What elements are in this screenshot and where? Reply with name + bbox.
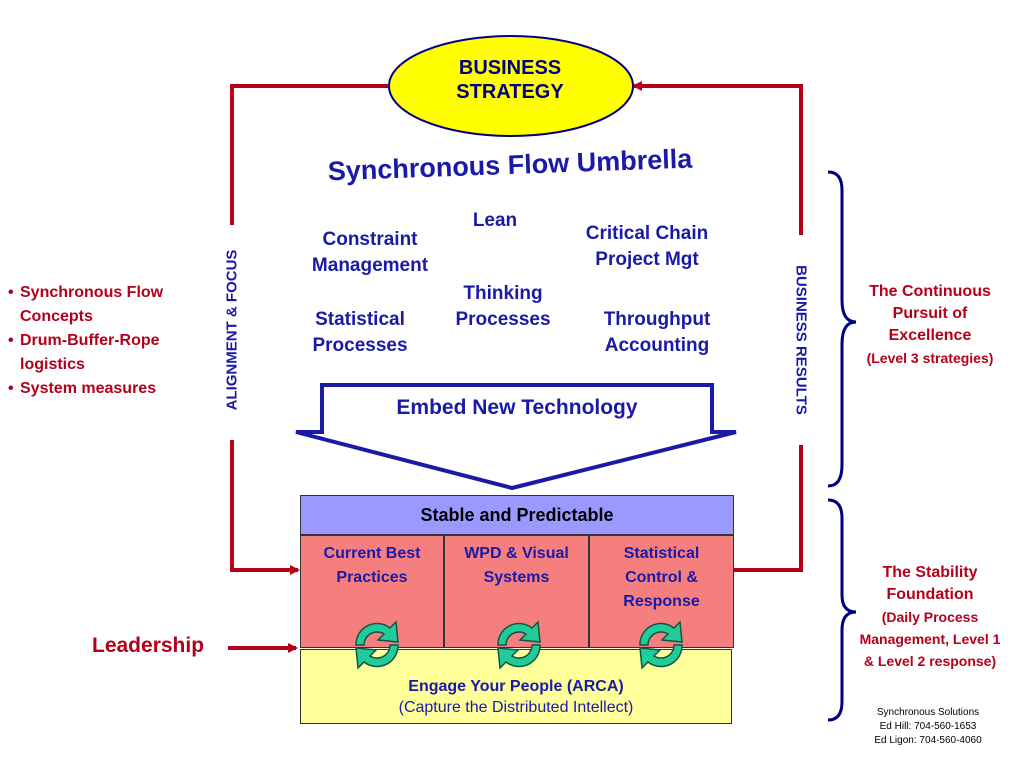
brace-bottom xyxy=(827,498,857,722)
cell-line2: Control & xyxy=(625,569,698,586)
lean-label: Lean xyxy=(472,210,518,231)
contact-info: Synchronous Solutions Ed Hill: 704-560-1… xyxy=(858,706,998,748)
critical-line1: Critical Chain xyxy=(585,223,709,244)
brace-top xyxy=(827,170,857,488)
throughput-line1: Throughput xyxy=(603,309,711,330)
item-statistical-processes: Statistical Processes xyxy=(290,307,430,359)
list-item: System measures xyxy=(6,377,221,401)
right-top-line3: Excellence xyxy=(888,327,972,344)
cell-line3: Response xyxy=(623,593,700,610)
constraint-line1: Constraint xyxy=(322,229,418,250)
right-bottom-line2: Foundation xyxy=(886,586,974,603)
list-item-line1: Synchronous Flow xyxy=(20,284,164,301)
strategy-line2: STRATEGY xyxy=(456,81,564,103)
item-lean: Lean xyxy=(455,208,535,234)
cycle-icon xyxy=(355,620,399,670)
cell-line1: Current Best xyxy=(323,545,421,562)
stable-predictable-header: Stable and Predictable xyxy=(300,495,734,535)
cell-line1: WPD & Visual xyxy=(464,545,569,562)
business-results-label: BUSINESS RESULTS xyxy=(792,265,810,415)
strategy-ellipse xyxy=(388,35,634,137)
engage-subtitle: (Capture the Distributed Intellect) xyxy=(398,699,634,716)
list-item: Drum-Buffer-Rope logistics xyxy=(6,329,221,377)
right-bottom-line4: Management, Level 1 xyxy=(859,631,1001,647)
left-bullet-list: Synchronous Flow Concepts Drum-Buffer-Ro… xyxy=(6,281,221,401)
embed-new-technology: Embed New Technology xyxy=(396,396,638,419)
engage-title: Engage Your People (ARCA) xyxy=(408,678,624,695)
continuous-pursuit-label: The Continuous Pursuit of Excellence (Le… xyxy=(846,281,1014,369)
cycle-icon xyxy=(497,620,541,670)
business-strategy: BUSINESS STRATEGY xyxy=(390,56,630,104)
constraint-line2: Management xyxy=(311,255,429,276)
item-critical-chain: Critical Chain Project Mgt xyxy=(562,221,732,273)
contact-line3: Ed Ligon: 704-560-4060 xyxy=(874,735,982,746)
cell-line2: Practices xyxy=(336,569,408,586)
embed-arrow-shape xyxy=(295,383,737,491)
item-constraint-management: Constraint Management xyxy=(290,227,450,279)
right-bottom-line3: (Daily Process xyxy=(881,609,979,625)
cell-current-best-practices: Current Best Practices xyxy=(300,535,444,648)
strategy-line1: BUSINESS xyxy=(458,57,562,79)
list-item: Synchronous Flow Concepts xyxy=(6,281,221,329)
thinking-line2: Processes xyxy=(455,309,551,330)
right-top-line4: (Level 3 strategies) xyxy=(866,350,994,366)
right-bottom-line1: The Stability xyxy=(882,564,978,581)
critical-line2: Project Mgt xyxy=(595,249,699,270)
alignment-focus-label: ALIGNMENT & FOCUS xyxy=(223,249,241,411)
list-item-line2: Concepts xyxy=(20,308,93,325)
right-bottom-line5: & Level 2 response) xyxy=(863,653,997,669)
stability-foundation-label: The Stability Foundation (Daily Process … xyxy=(838,562,1022,672)
list-item-line1: Drum-Buffer-Rope xyxy=(20,332,160,349)
leadership-label: Leadership xyxy=(92,634,205,657)
throughput-line2: Accounting xyxy=(604,335,710,356)
item-thinking-processes: Thinking Processes xyxy=(438,281,568,333)
contact-line1: Synchronous Solutions xyxy=(876,707,980,718)
cell-line2: Systems xyxy=(483,569,550,586)
item-throughput-accounting: Throughput Accounting xyxy=(582,307,732,359)
statistical-line1: Statistical xyxy=(315,309,405,330)
contact-line2: Ed Hill: 704-560-1653 xyxy=(879,721,977,732)
cell-line1: Statistical xyxy=(623,545,700,562)
list-item-line2: logistics xyxy=(20,356,85,373)
right-top-line2: Pursuit of xyxy=(892,305,968,322)
right-top-line1: The Continuous xyxy=(869,283,991,300)
thinking-line1: Thinking xyxy=(463,283,543,304)
statistical-line2: Processes xyxy=(312,335,408,356)
cycle-icon xyxy=(639,620,683,670)
list-item-line1: System measures xyxy=(20,380,157,397)
